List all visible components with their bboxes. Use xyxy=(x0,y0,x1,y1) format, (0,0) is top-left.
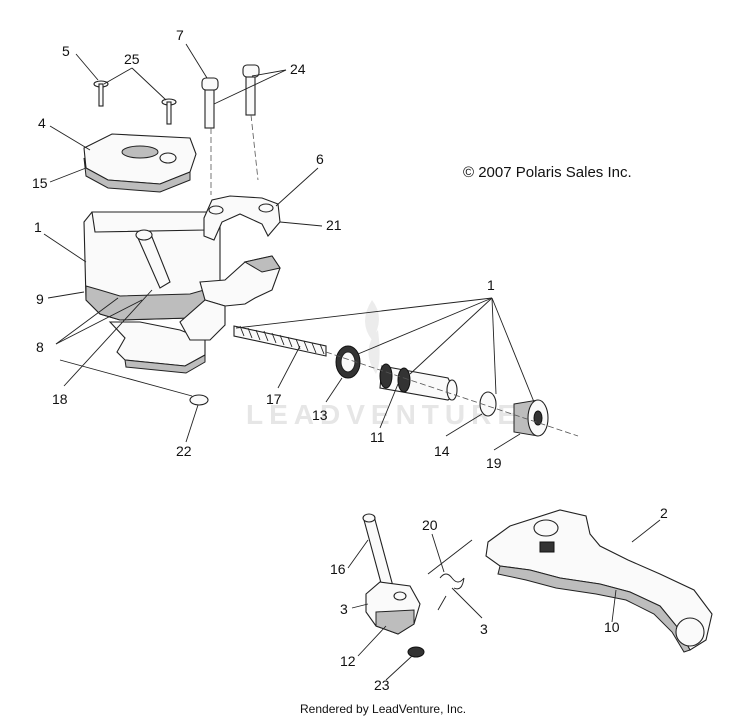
dust-boot xyxy=(513,399,549,437)
callout-2: 2 xyxy=(660,505,668,521)
pivot-pin xyxy=(362,513,395,595)
callout-25: 25 xyxy=(124,51,140,67)
clip-ring xyxy=(189,394,209,406)
callout-6: 6 xyxy=(316,151,324,167)
leader-lines xyxy=(43,43,661,681)
callout-19: 19 xyxy=(486,455,502,471)
callout-21: 21 xyxy=(326,217,342,233)
callout-16: 16 xyxy=(330,561,346,577)
callout-7: 7 xyxy=(176,27,184,43)
callout-17: 17 xyxy=(266,391,282,407)
callout-15: 15 xyxy=(32,175,48,191)
callout-11: 11 xyxy=(370,429,385,445)
callout-3-pivot: 3 xyxy=(340,601,348,617)
callout-9: 9 xyxy=(36,291,44,307)
retaining-clip xyxy=(407,646,425,658)
lever-spring xyxy=(439,573,465,590)
o-ring xyxy=(479,391,497,417)
clamp-bolt xyxy=(242,64,260,116)
callout-13: 13 xyxy=(312,407,328,423)
callout-14: 14 xyxy=(434,443,450,459)
callout-labels: 5 25 7 24 4 15 6 21 1 9 8 18 22 17 13 11… xyxy=(32,27,668,693)
callout-24: 24 xyxy=(290,61,306,77)
brake-lever xyxy=(485,509,713,653)
callout-5: 5 xyxy=(62,43,70,59)
callout-12: 12 xyxy=(340,653,356,669)
piston-seal xyxy=(335,345,361,379)
callout-3-spring: 3 xyxy=(480,621,488,637)
callout-18: 18 xyxy=(52,391,68,407)
callout-22: 22 xyxy=(176,443,192,459)
callout-23: 23 xyxy=(374,677,390,693)
callout-10: 10 xyxy=(604,619,620,635)
callout-1-kit: 1 xyxy=(487,277,495,293)
footer-credit: Rendered by LeadVenture, Inc. xyxy=(300,702,466,716)
copyright-text: © 2007 Polaris Sales Inc. xyxy=(463,164,632,181)
master-cylinder-body xyxy=(83,211,281,374)
callout-1-body: 1 xyxy=(34,219,42,235)
callout-4: 4 xyxy=(38,115,46,131)
cover-screw xyxy=(93,80,109,107)
callout-8: 8 xyxy=(36,339,44,355)
cover-screw xyxy=(161,98,177,125)
reservoir-cover xyxy=(83,133,197,193)
return-spring xyxy=(233,325,327,357)
callout-20: 20 xyxy=(422,517,438,533)
clamp-bolt xyxy=(201,77,219,129)
piston xyxy=(379,363,458,401)
lever-pivot-block xyxy=(365,581,421,635)
handlebar-clamp xyxy=(203,195,281,241)
